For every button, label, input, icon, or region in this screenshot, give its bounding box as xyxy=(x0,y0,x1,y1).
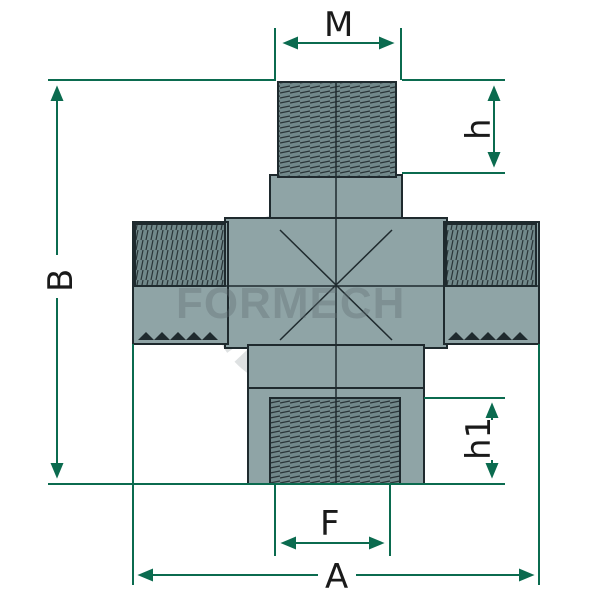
watermark-text: FORMECH xyxy=(176,279,405,328)
bottom-thread xyxy=(269,397,401,485)
right-thread xyxy=(445,223,537,287)
dimension-lines xyxy=(48,28,540,585)
dimension-label-m: M xyxy=(324,5,353,45)
dimension-label-b: B xyxy=(41,269,81,292)
dimension-label-h1: h1 xyxy=(459,417,499,460)
top-thread xyxy=(277,81,397,178)
dimension-label-f: F xyxy=(320,504,340,544)
thread-teeth xyxy=(138,332,528,340)
bore-lines xyxy=(135,82,538,484)
left-thread xyxy=(134,223,226,287)
dimension-label-h: h xyxy=(459,118,499,140)
dimension-label-a: A xyxy=(325,557,348,597)
